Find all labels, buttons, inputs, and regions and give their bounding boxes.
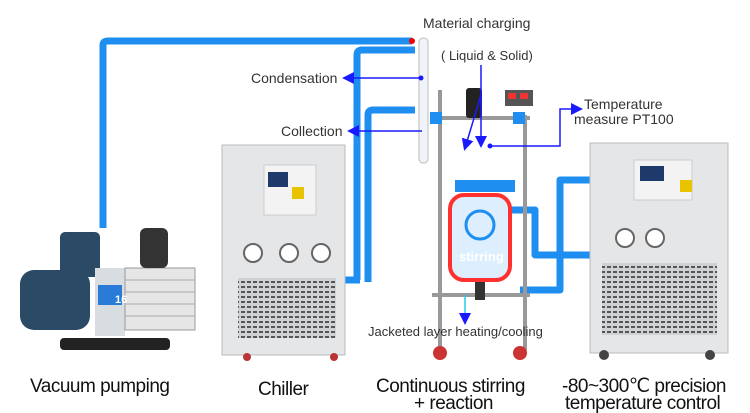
material-charging-label: Material charging — [423, 15, 531, 31]
collection-label: Collection — [281, 123, 343, 139]
vacuum-pipe — [99, 37, 412, 228]
pump-badge: 16 — [115, 294, 128, 306]
vacuum-caption: Vacuum pumping — [30, 376, 170, 397]
control-caption-line1: -80~300℃ precision — [562, 376, 726, 397]
liquid-solid-label: ( Liquid & Solid) — [441, 48, 533, 63]
jacketed-label: Jacketed layer heating/cooling — [368, 324, 543, 339]
temperature-control-unit — [589, 142, 729, 360]
stirring-label: stirring — [459, 249, 504, 264]
vacuum-pump — [20, 228, 196, 350]
pipes — [99, 37, 590, 294]
control-caption-line2: temperature control — [565, 393, 721, 413]
temperature-label-line1: Temperature — [584, 96, 663, 112]
condenser-return-pipe — [364, 106, 415, 282]
jacket-out-pipe — [510, 206, 590, 259]
condenser-pipe — [353, 46, 415, 280]
reactor-caption-line2: + reaction — [414, 393, 493, 413]
temperature-arrow — [490, 103, 583, 147]
chiller-cabinet — [221, 144, 346, 361]
condensation-label: Condensation — [251, 70, 338, 86]
reactor-caption-line1: Continuous stirring — [376, 376, 525, 397]
jacket-in-pipe — [520, 176, 590, 294]
temperature-label-line2: measure PT100 — [574, 111, 674, 127]
reactor — [409, 37, 533, 360]
chiller-caption: Chiller — [258, 379, 309, 400]
